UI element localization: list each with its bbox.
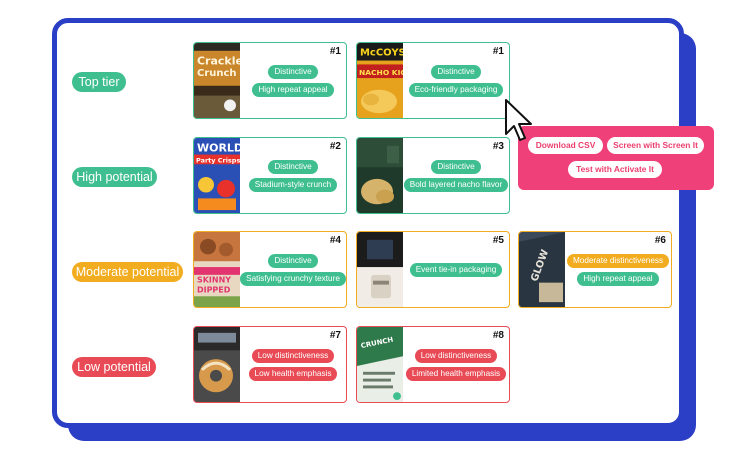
tag-nacho-flavor: Bold layered nacho flavor	[403, 177, 509, 192]
svg-text:SKINNY: SKINNY	[197, 276, 231, 285]
tag-low-health: Low health emphasis	[248, 366, 338, 381]
tag-crunchy-texture: Satisfying crunchy texture	[240, 271, 346, 286]
black-white-bag-image	[357, 232, 403, 307]
screen-it-button[interactable]: Screen with Screen It	[607, 137, 704, 154]
tag-distinctive: Distinctive	[268, 159, 318, 174]
tag-distinctive: Distinctive	[268, 64, 318, 79]
svg-text:NACHO KICK: NACHO KICK	[359, 68, 403, 77]
crunchcorn-bag-image: CRUNCH	[357, 327, 403, 402]
svg-text:Party Crisps: Party Crisps	[196, 156, 240, 164]
export-actions-popup: Download CSV Screen with Screen It Test …	[518, 126, 714, 190]
rank-badge: #4	[329, 235, 341, 246]
rank-badge: #7	[329, 330, 341, 341]
rank-badge: #1	[329, 46, 341, 57]
tag-eco-packaging: Eco-friendly packaging	[408, 82, 504, 97]
tag-stadium-crunch: Stadium-style crunch	[248, 177, 338, 192]
mccoys-nacho-bag-image: McCOYS NACHO KICK	[357, 43, 403, 118]
tag-event-packaging: Event tie-in packaging	[409, 262, 503, 277]
svg-text:Crackle: Crackle	[197, 55, 240, 68]
download-csv-button[interactable]: Download CSV	[528, 137, 603, 154]
tier-label-moderate: Moderate potential	[72, 262, 183, 282]
tag-repeat-appeal: High repeat appeal	[577, 271, 659, 286]
tier-label-top: Top tier	[72, 72, 126, 92]
tag-repeat-appeal: High repeat appeal	[252, 82, 334, 97]
world-party-crisps-bag-image: WORLD Party Crisps	[194, 138, 240, 213]
tag-low-distinctiveness: Low distinctiveness	[251, 348, 335, 363]
tag-distinctive: Distinctive	[431, 159, 481, 174]
tag-limited-health: Limited health emphasis	[405, 366, 507, 381]
rank-badge: #2	[329, 141, 341, 152]
product-card-1b[interactable]: McCOYS NACHO KICK #1 Distinctive Eco-fri…	[356, 42, 510, 119]
tag-low-distinctiveness: Low distinctiveness	[414, 348, 498, 363]
tag-distinctive: Distinctive	[268, 253, 318, 268]
rank-badge: #1	[492, 46, 504, 57]
tier-label-high: High potential	[72, 167, 157, 187]
product-card-4[interactable]: SKINNY DIPPED #4 Distinctive Satisfying …	[193, 231, 347, 308]
product-card-2[interactable]: WORLD Party Crisps #2 Distinctive Stadiu…	[193, 137, 347, 214]
product-card-3[interactable]: #3 Distinctive Bold layered nacho flavor	[356, 137, 510, 214]
rank-badge: #8	[492, 330, 504, 341]
product-card-7[interactable]: #7 Low distinctiveness Low health emphas…	[193, 326, 347, 403]
mouse-pointer-icon	[505, 99, 532, 141]
glow-bar-wrapper-image: GLOW	[519, 232, 565, 307]
svg-text:DIPPED: DIPPED	[197, 285, 231, 294]
product-card-5[interactable]: #5 Event tie-in packaging	[356, 231, 510, 308]
svg-text:WORLD: WORLD	[197, 142, 240, 155]
rank-badge: #3	[492, 141, 504, 152]
donut-photo-image	[194, 327, 240, 402]
rank-badge: #6	[654, 235, 666, 246]
skinny-dipped-bag-image: SKINNY DIPPED	[194, 232, 240, 307]
activate-it-button[interactable]: Test with Activate It	[568, 161, 662, 178]
product-card-6[interactable]: GLOW #6 Moderate distinctiveness High re…	[518, 231, 672, 308]
product-card-1a[interactable]: Crackle Crunch #1 Distinctive High repea…	[193, 42, 347, 119]
svg-text:McCOYS: McCOYS	[360, 48, 403, 59]
tier-label-low: Low potential	[72, 357, 156, 377]
product-card-8[interactable]: CRUNCH #8 Low distinctiveness Limited he…	[356, 326, 510, 403]
tag-moderate-distinctiveness: Moderate distinctiveness	[566, 253, 670, 268]
crackle-crunch-bag-image: Crackle Crunch	[194, 43, 240, 118]
dark-green-bag-image	[357, 138, 403, 213]
svg-text:Crunch: Crunch	[197, 68, 237, 79]
tag-distinctive: Distinctive	[431, 64, 481, 79]
rank-badge: #5	[492, 235, 504, 246]
